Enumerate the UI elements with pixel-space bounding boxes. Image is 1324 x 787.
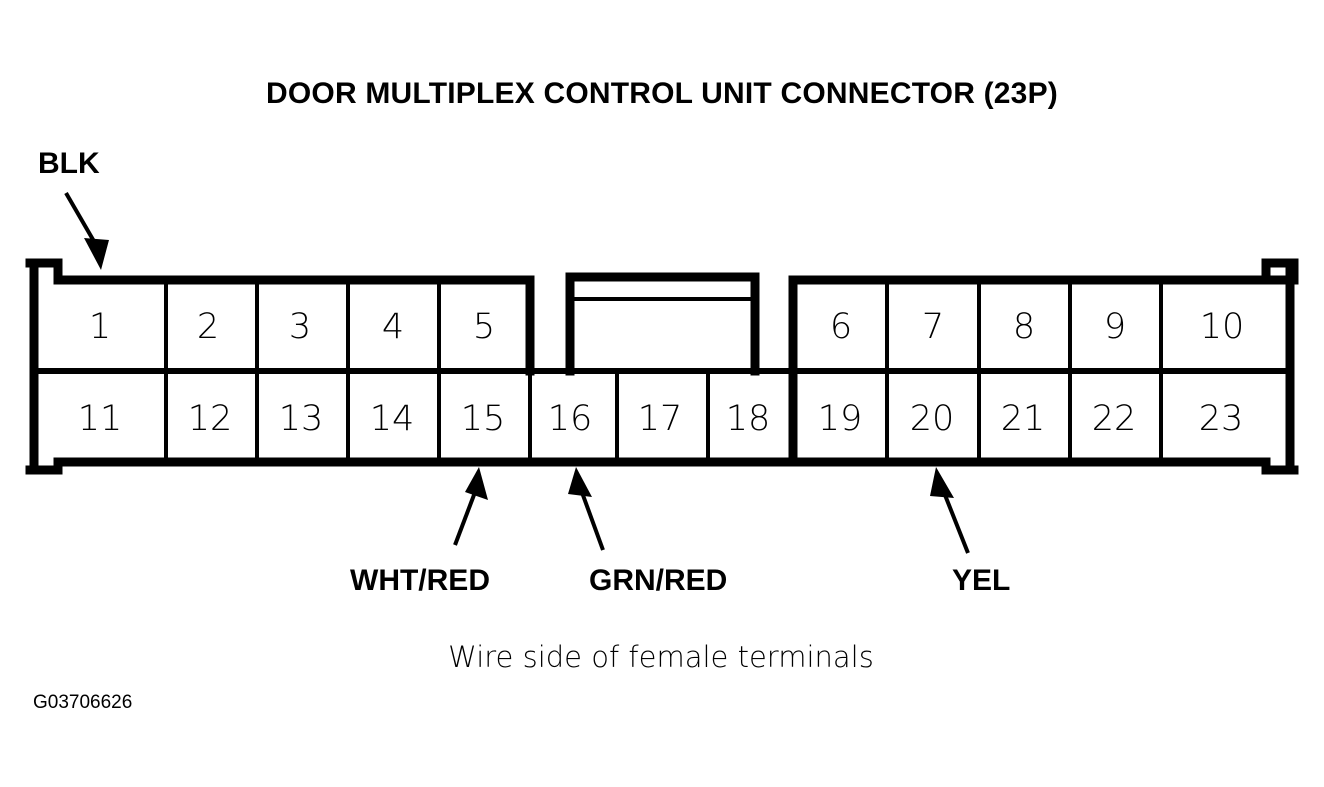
pin-number-5: 5 bbox=[473, 307, 495, 347]
pin-number-17: 17 bbox=[638, 399, 683, 439]
leader-line-grn-red bbox=[578, 486, 605, 551]
wire-label-blk: BLK bbox=[38, 147, 100, 180]
diagram-caption: Wire side of female terminals bbox=[448, 640, 874, 674]
pin-number-7: 7 bbox=[922, 307, 944, 347]
shell-bottom-left-flange bbox=[25, 457, 63, 475]
arrow-head-wht-red bbox=[465, 467, 488, 500]
pin-number-22: 22 bbox=[1092, 399, 1137, 439]
pin-number-23: 23 bbox=[1199, 399, 1244, 439]
pin-number-3: 3 bbox=[289, 307, 311, 347]
pin-number-21: 21 bbox=[1001, 399, 1046, 439]
pin-number-18: 18 bbox=[726, 399, 771, 439]
diagram-title: DOOR MULTIPLEX CONTROL UNIT CONNECTOR (2… bbox=[266, 77, 1058, 110]
wire-label-grn-red: GRN/RED bbox=[589, 564, 727, 597]
pin-number-6: 6 bbox=[830, 307, 852, 347]
pin-number-8: 8 bbox=[1013, 307, 1035, 347]
arrow-head-blk bbox=[84, 238, 109, 270]
shell-bottom-right-flange bbox=[1261, 457, 1299, 475]
pin-number-13: 13 bbox=[279, 399, 324, 439]
pin-number-9: 9 bbox=[1104, 307, 1126, 347]
pin-number-10: 10 bbox=[1200, 307, 1245, 347]
pin-number-12: 12 bbox=[188, 399, 233, 439]
pin-number-14: 14 bbox=[370, 399, 415, 439]
wire-label-wht-red: WHT/RED bbox=[350, 564, 490, 597]
pin-number-19: 19 bbox=[818, 399, 863, 439]
pin-number-16: 16 bbox=[548, 399, 593, 439]
shell-center-tab bbox=[565, 272, 760, 376]
pin-number-4: 4 bbox=[382, 307, 404, 347]
wire-label-yel: YEL bbox=[952, 564, 1010, 597]
arrow-head-yel bbox=[930, 467, 954, 498]
leader-line-wht-red bbox=[453, 486, 479, 546]
figure-id-label: G03706626 bbox=[33, 692, 132, 713]
pin-number-20: 20 bbox=[910, 399, 955, 439]
arrow-head-grn-red bbox=[568, 467, 592, 497]
pin-number-2: 2 bbox=[197, 307, 219, 347]
leader-line-yel bbox=[941, 489, 970, 554]
pin-number-1: 1 bbox=[89, 307, 111, 347]
pin-number-11: 11 bbox=[78, 399, 123, 439]
pin-number-15: 15 bbox=[461, 399, 506, 439]
